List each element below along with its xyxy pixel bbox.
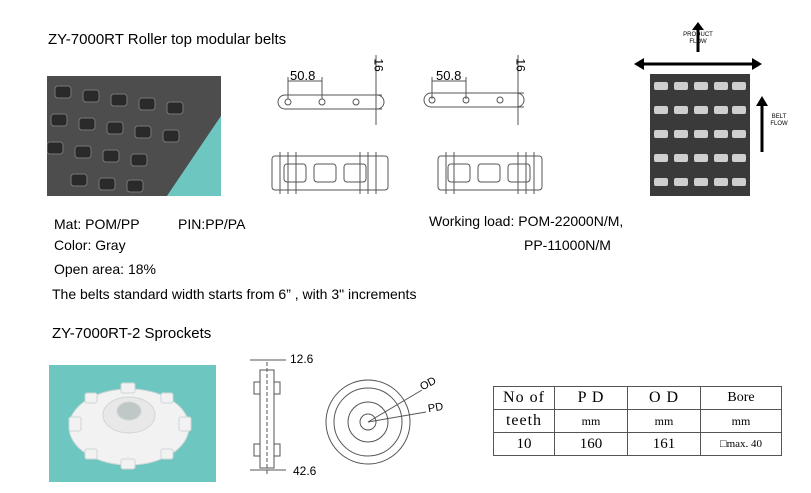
belt-color: Color: Gray (54, 237, 126, 253)
value-bore: □max. 40 (700, 432, 782, 456)
sprocket-spec-table: No of P D O D Bore teeth mm mm mm 10 160… (493, 386, 782, 456)
sprocket-overall-width-label: 42.6 (293, 464, 317, 478)
belt-side-drawing-2 (420, 55, 550, 135)
belt-top-drawing-2 (436, 150, 544, 195)
header-od-unit: mm (627, 409, 701, 433)
value-bore-text: max. 40 (726, 438, 763, 450)
belt-flow-label: BELT FLOW (770, 114, 788, 127)
bore-square-icon: □ (719, 438, 727, 450)
belt-photo (47, 76, 221, 196)
value-pd: 160 (554, 432, 628, 456)
belt-pitch-label-1: 50.8 (290, 68, 316, 83)
sprocket-pd-label: PD (427, 400, 445, 416)
belt-height-label-2: 16 (513, 58, 528, 72)
header-teeth-bottom: teeth (493, 409, 555, 433)
header-bore-top: Bore (700, 386, 782, 410)
value-teeth: 10 (493, 432, 555, 456)
sprocket-side-drawing (240, 352, 300, 480)
belt-standard-width: The belts standard width starts from 6” … (52, 286, 417, 302)
product-flow-label: PRODUCT FLOW (683, 32, 713, 45)
belt-flow-diagram (630, 22, 790, 207)
header-od-top: O D (627, 386, 701, 410)
header-pd-unit: mm (554, 409, 628, 433)
header-bore-unit: mm (700, 409, 782, 433)
sprocket-hub-width-label: 12.6 (290, 352, 314, 366)
belt-height-label-1: 16 (371, 58, 386, 72)
belt-side-drawing-1 (270, 55, 400, 135)
belt-pin: PIN:PP/PA (178, 216, 246, 232)
value-od: 161 (627, 432, 701, 456)
sprocket-title: ZY-7000RT-2 Sprockets (52, 325, 212, 342)
belt-open-area: Open area: 18% (54, 261, 156, 277)
belt-pitch-label-2: 50.8 (436, 68, 462, 83)
header-pd-top: P D (554, 386, 628, 410)
belt-material: Mat: POM/PP (54, 216, 140, 232)
belt-working-load-2: PP-11000N/M (524, 237, 611, 253)
sprocket-front-drawing (322, 372, 432, 472)
belt-working-load-1: Working load: POM-22000N/M, (429, 213, 624, 229)
belt-title: ZY-7000RT Roller top modular belts (48, 31, 287, 48)
sprocket-photo (49, 365, 216, 482)
belt-top-drawing-1 (270, 150, 390, 195)
header-teeth-top: No of (493, 386, 555, 410)
